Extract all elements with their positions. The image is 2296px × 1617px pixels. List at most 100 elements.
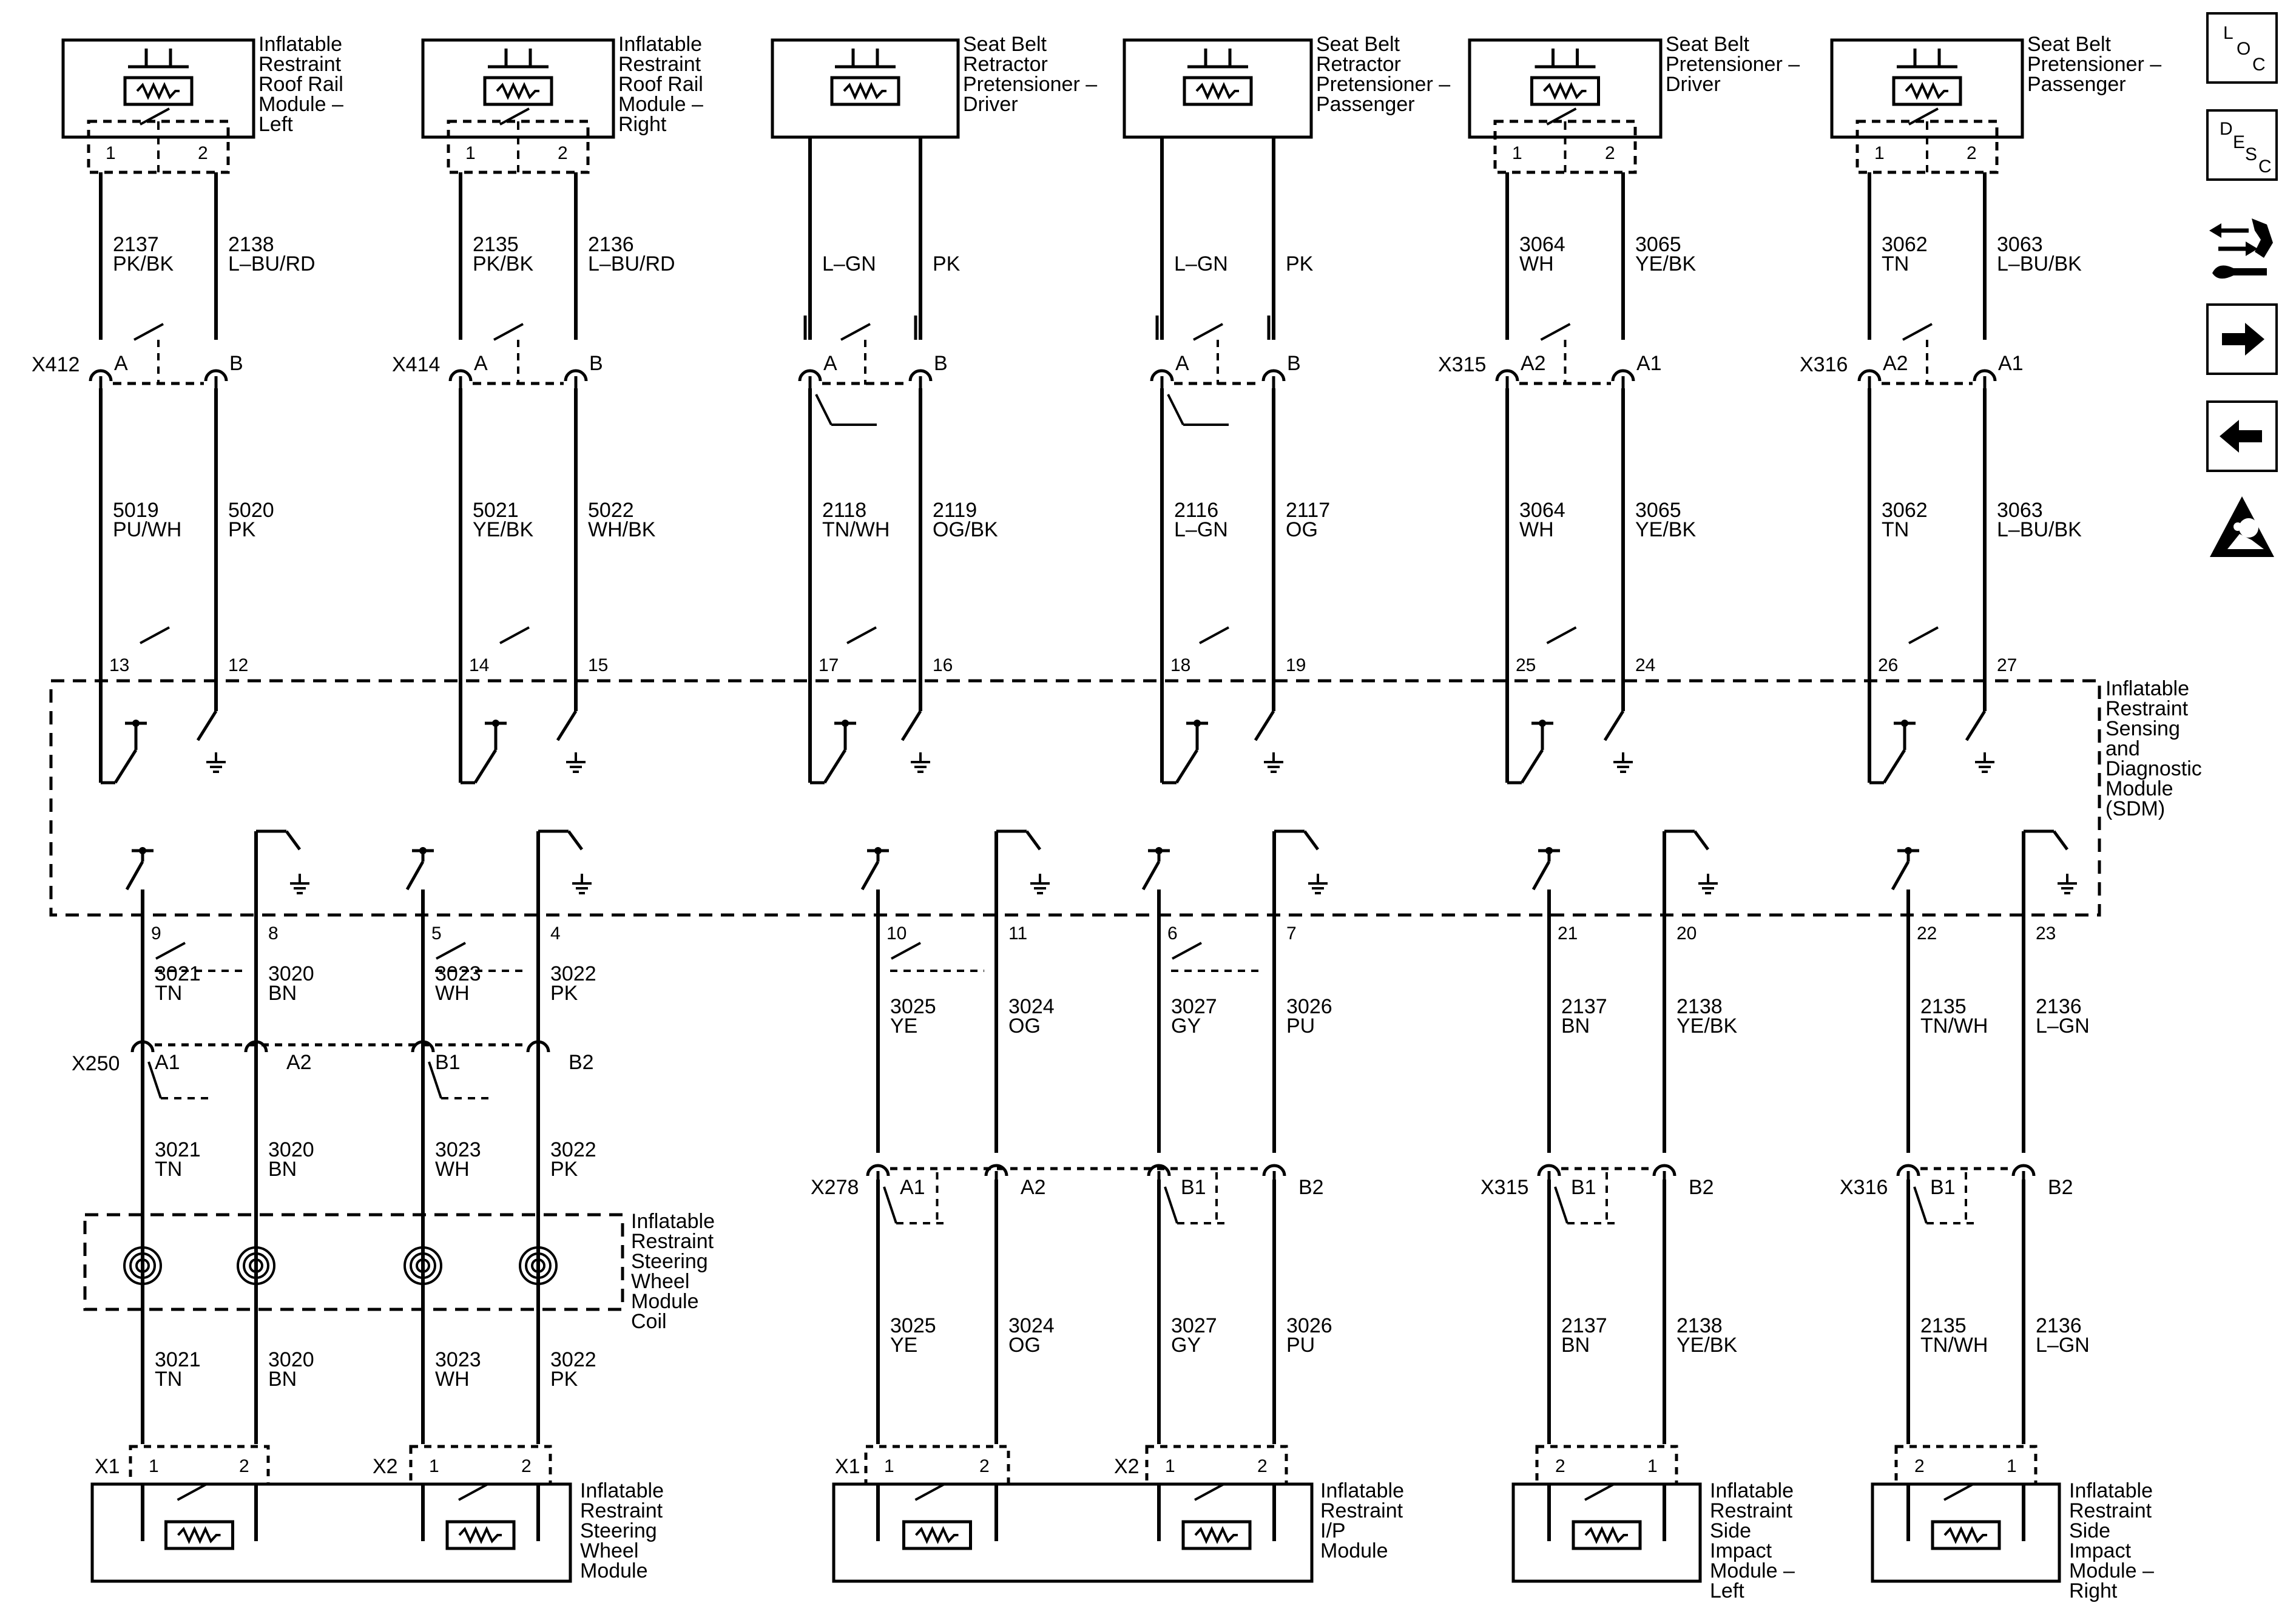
component-box-steer bbox=[90, 1482, 572, 1583]
sdm-label-line: Sensing bbox=[2105, 717, 2180, 740]
arrow-right-icon bbox=[2222, 323, 2264, 356]
connector-x1: X1 bbox=[95, 1455, 120, 1478]
wire-number: 2135 bbox=[1920, 1314, 1967, 1337]
lower-terminal bbox=[1896, 1164, 1920, 1176]
wire-color: WH bbox=[435, 1368, 470, 1391]
sdm-return-switch bbox=[285, 830, 302, 851]
ground-symbol bbox=[289, 873, 311, 894]
component-box-side-right bbox=[1871, 1482, 2061, 1583]
x250-switch bbox=[147, 1061, 162, 1099]
wire-color: L–GN bbox=[1174, 518, 1228, 541]
wire-number: 3024 bbox=[1008, 1314, 1055, 1337]
sdm-pin: 11 bbox=[1008, 923, 1027, 944]
wire-number: 3064 bbox=[1519, 499, 1565, 522]
connector-cavity: B2 bbox=[1689, 1176, 1714, 1199]
squib-switch bbox=[1584, 1483, 1615, 1501]
ground-symbol bbox=[1974, 751, 1996, 773]
wire-color: PK bbox=[1286, 252, 1314, 275]
wire-color: OG bbox=[1008, 1014, 1041, 1038]
squib-symbol bbox=[904, 1522, 971, 1548]
component-label-steer-line: Wheel bbox=[580, 1539, 638, 1562]
wire-color: YE/BK bbox=[1635, 252, 1696, 275]
sdm-firing-switch bbox=[405, 860, 425, 891]
squib-switch bbox=[914, 1483, 945, 1501]
sdm-firing-switch bbox=[113, 749, 138, 784]
pin-dash-box bbox=[1855, 120, 1999, 174]
wire-color: TN/WH bbox=[1920, 1014, 1988, 1038]
wire-color: GY bbox=[1171, 1334, 1201, 1357]
component-label-side-left-line: Left bbox=[1710, 1579, 1744, 1602]
ground-icon bbox=[1307, 873, 1329, 894]
wire-number: 3062 bbox=[1882, 233, 1928, 256]
squib-icon bbox=[1183, 1522, 1250, 1548]
wire-number: 2136 bbox=[588, 233, 634, 256]
sdm-pin: 23 bbox=[2036, 923, 2056, 944]
pin-dash-box bbox=[409, 1445, 552, 1486]
desc-letter-d: D bbox=[2220, 119, 2233, 139]
wire-color: L–GN bbox=[1174, 252, 1228, 275]
wire-layer bbox=[99, 137, 2054, 1541]
sdm-pin: 5 bbox=[431, 923, 442, 944]
component-label-side-left-line: Module – bbox=[1710, 1559, 1795, 1582]
squib-switch bbox=[458, 1483, 488, 1501]
sdm-pin: 22 bbox=[1917, 923, 1937, 944]
desc-letter-c: C bbox=[2258, 157, 2272, 177]
lower-terminal bbox=[866, 1164, 890, 1176]
pin-number: 1 bbox=[429, 1456, 439, 1476]
component-label-steer-line: Steering bbox=[580, 1519, 657, 1542]
location-button[interactable]: L O C bbox=[2206, 12, 2278, 84]
pin-number: 1 bbox=[1512, 143, 1522, 163]
wire-color: YE/BK bbox=[1635, 518, 1696, 541]
wire-color: PK bbox=[933, 252, 961, 275]
connector-cavity: A bbox=[114, 352, 128, 375]
next-page-button[interactable] bbox=[2206, 303, 2278, 375]
desc-letter-s: S bbox=[2245, 144, 2258, 164]
wire-color: PK bbox=[550, 982, 578, 1005]
component-label-ip-line: Restraint bbox=[1320, 1499, 1403, 1522]
squib-switch bbox=[177, 1483, 208, 1501]
wire-color: WH bbox=[1519, 518, 1554, 541]
sdm-firing-switch bbox=[125, 860, 144, 891]
component-label-retr_driver-line: Pretensioner – bbox=[963, 73, 1097, 96]
sdm-pin: 19 bbox=[1286, 655, 1306, 675]
lower-terminal bbox=[2011, 1164, 2036, 1176]
squib-switch bbox=[1943, 1483, 1974, 1501]
pin-number: 1 bbox=[465, 143, 476, 163]
component-label-side-right-line: Module – bbox=[2069, 1559, 2154, 1582]
sdm-firing-switch bbox=[1882, 749, 1906, 784]
description-button[interactable]: D E S C bbox=[2206, 109, 2278, 181]
sdm-return-switch bbox=[1303, 830, 1320, 851]
connector-x315-lower: X315 bbox=[1481, 1176, 1528, 1199]
pin-number: 2 bbox=[198, 143, 208, 163]
wire-number: 3062 bbox=[1882, 499, 1928, 522]
squib-switch bbox=[1908, 107, 1939, 126]
coil-label-line: Inflatable bbox=[631, 1210, 715, 1233]
connector-tool-icon[interactable] bbox=[2206, 212, 2278, 285]
sdm-return-switch bbox=[567, 830, 584, 851]
connector-cavity: B2 bbox=[2048, 1176, 2073, 1199]
wire-color: YE/BK bbox=[1676, 1334, 1737, 1357]
sdm-pin: 25 bbox=[1516, 655, 1536, 675]
sdm-pin: 6 bbox=[1167, 923, 1178, 944]
squib-symbol bbox=[485, 78, 552, 104]
squib-icon bbox=[832, 78, 899, 104]
wire-color: OG/BK bbox=[933, 518, 998, 541]
previous-page-button[interactable] bbox=[2206, 400, 2278, 472]
pin-number: 2 bbox=[239, 1456, 249, 1476]
squib-icon bbox=[485, 78, 552, 104]
component-label-roof_right-line: Restraint bbox=[618, 53, 701, 76]
component-box-side-left bbox=[1511, 1482, 1702, 1583]
wire-color: TN/WH bbox=[822, 518, 890, 541]
sdm-pin: 7 bbox=[1286, 923, 1297, 944]
coil-label-line: Module bbox=[631, 1290, 699, 1313]
component-label-side-left-line: Restraint bbox=[1710, 1499, 1793, 1522]
squib-symbol bbox=[166, 1522, 233, 1548]
sdm-pin: 4 bbox=[550, 923, 561, 944]
squib-symbol bbox=[1184, 78, 1251, 104]
pin-dash-box bbox=[87, 120, 230, 174]
component-box-retr_pass bbox=[1123, 38, 1313, 139]
component-label-side-left-line: Impact bbox=[1710, 1539, 1772, 1562]
wire-number: 2135 bbox=[1920, 995, 1967, 1018]
ground-icon bbox=[205, 751, 227, 773]
squib-switch bbox=[140, 107, 170, 126]
